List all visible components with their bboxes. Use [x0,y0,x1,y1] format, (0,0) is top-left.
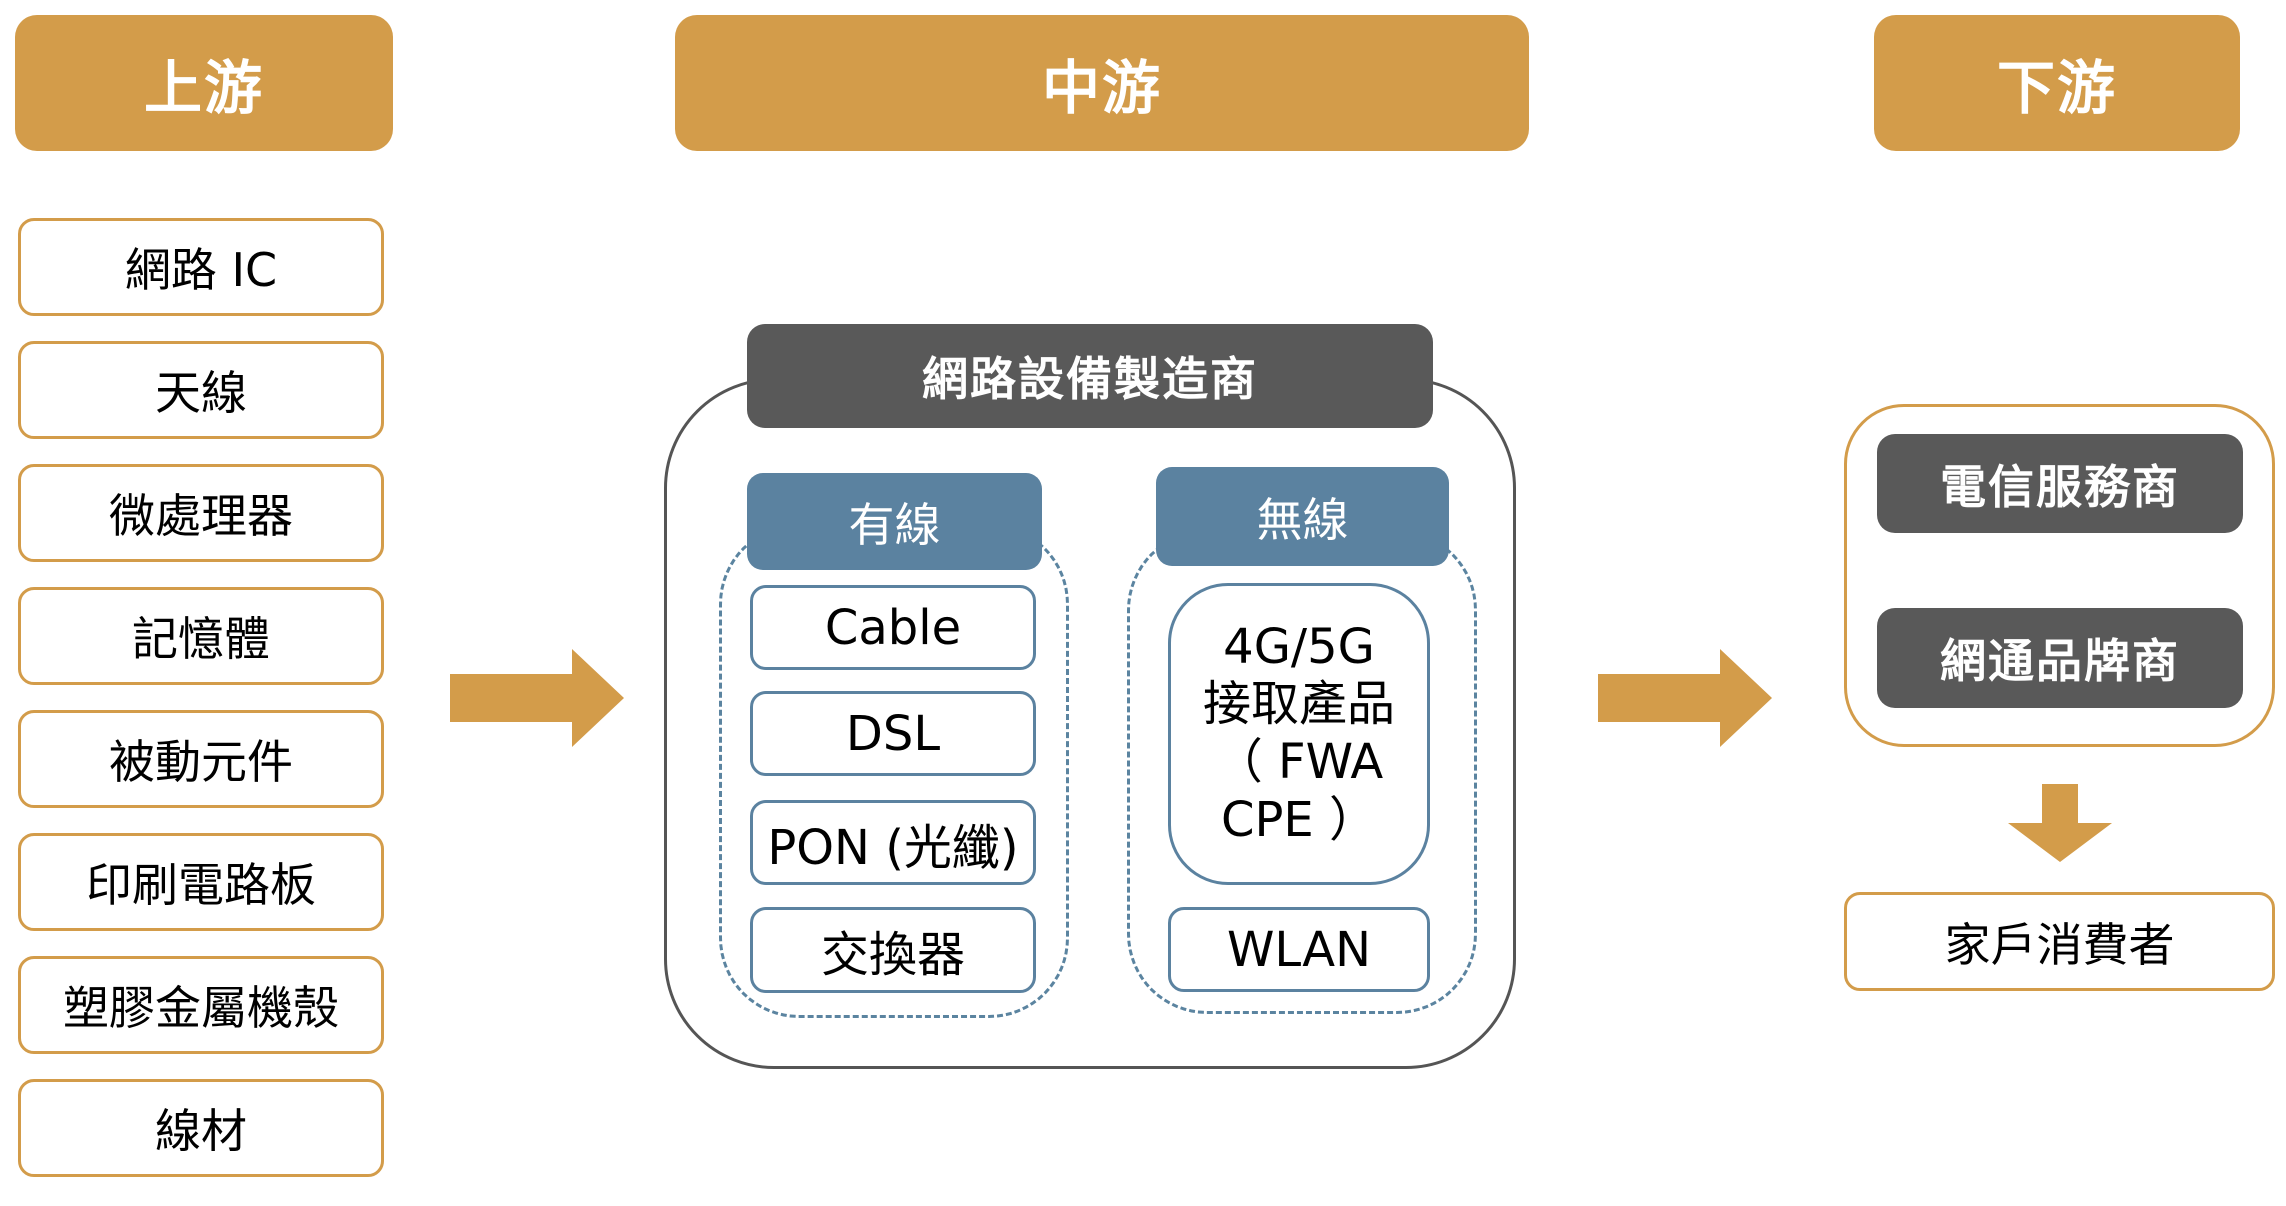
upstream-item-casing: 塑膠金屬機殼 [18,956,384,1054]
wired-item-switch: 交換器 [750,907,1036,993]
wired-item-label: DSL [845,705,941,762]
stage-header-upstream: 上游 [15,15,393,151]
upstream-item-label: 記憶體 [132,612,270,666]
arrow-right-icon [1598,649,1772,747]
wireless-item-line: 接取產品 [1202,676,1395,733]
upstream-item-label: 線材 [155,1104,247,1158]
wireless-item-label: WLAN [1226,921,1372,978]
wireless-item-line: （ FWA [1214,734,1384,790]
upstream-item-pcb: 印刷電路板 [18,833,384,931]
upstream-item-memory: 記憶體 [18,587,384,685]
wired-header: 有線 [747,473,1042,570]
upstream-item-microprocessor: 微處理器 [18,464,384,562]
upstream-item-label: 網路 IC [124,243,278,297]
wired-item-label: PON (光纖) [767,819,1019,876]
wired-item-dsl: DSL [750,691,1036,776]
upstream-item-label: 印刷電路板 [86,858,316,912]
upstream-item-label: 微處理器 [109,489,293,543]
wireless-item-line: CPE ） [1220,791,1378,848]
wireless-label: 無線 [1256,492,1349,547]
stage-header-midstream: 中游 [675,15,1529,151]
downstream-network-brand: 網通品牌商 [1877,608,2243,708]
arrow-right-icon [450,649,624,747]
upstream-item-antenna: 天線 [18,341,384,439]
stage-header-upstream-label: 上游 [143,54,264,122]
stage-header-downstream: 下游 [1874,15,2240,151]
wired-item-label: 交換器 [820,927,965,983]
downstream-end-user: 家戶消費者 [1844,892,2275,991]
upstream-item-label: 天線 [155,366,247,420]
manufacturer-header: 網路設備製造商 [747,324,1433,428]
arrow-down-icon [2008,784,2112,862]
wired-item-label: Cable [824,599,962,656]
upstream-item-passive-components: 被動元件 [18,710,384,808]
downstream-telecom-provider: 電信服務商 [1877,434,2243,533]
wired-label: 有線 [848,497,941,552]
wired-item-pon: PON (光纖) [750,800,1036,885]
wireless-item-fwa-cpe: 4G/5G 接取產品 （ FWA CPE ） [1168,583,1430,885]
downstream-provider-label: 網通品牌商 [1940,634,2180,688]
wired-item-cable: Cable [750,585,1036,670]
upstream-item-network-ic: 網路 IC [18,218,384,316]
stage-header-midstream-label: 中游 [1041,54,1162,122]
upstream-item-label: 被動元件 [109,735,293,789]
wireless-header: 無線 [1156,467,1449,566]
wireless-item-line: 4G/5G [1223,618,1375,675]
manufacturer-title: 網路設備製造商 [922,352,1258,406]
downstream-end-user-label: 家戶消費者 [1944,917,2175,972]
downstream-provider-label: 電信服務商 [1940,459,2180,514]
stage-header-downstream-label: 下游 [1996,54,2117,122]
upstream-item-cables: 線材 [18,1079,384,1177]
wireless-item-wlan: WLAN [1168,907,1430,992]
upstream-item-label: 塑膠金屬機殼 [63,981,339,1035]
